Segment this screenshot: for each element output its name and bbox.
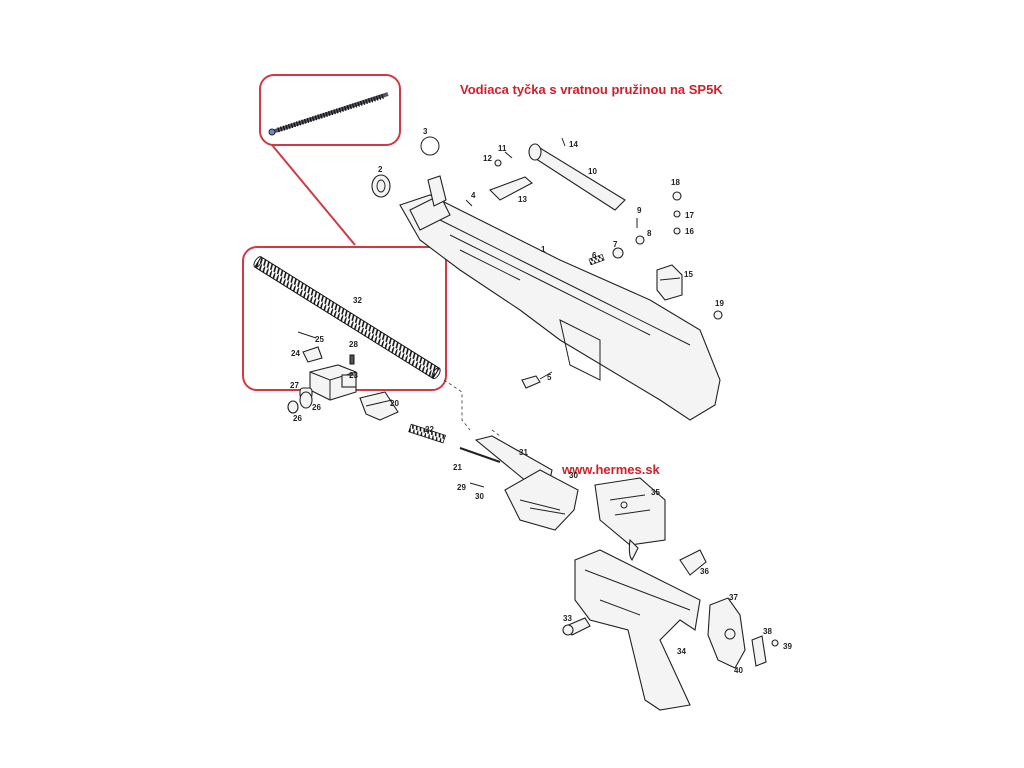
part-label: 20: [390, 399, 399, 408]
part-label: 10: [588, 167, 597, 176]
part-label: 38: [763, 627, 772, 636]
part-label: 7: [613, 240, 618, 249]
part-label: 9: [637, 206, 642, 215]
pistol-grip-34: [574, 549, 701, 711]
guide-rod-spring-thumbnail: [268, 92, 389, 136]
part-label: 13: [518, 195, 527, 204]
bolt-head-assembly: [297, 331, 357, 401]
parts-38-39: [751, 635, 779, 667]
part-label: 32: [353, 296, 362, 305]
part-label: 16: [685, 227, 694, 236]
part-label: 29: [457, 483, 466, 492]
part-label: 39: [783, 642, 792, 651]
pin-5: [521, 371, 553, 389]
part-label: 34: [677, 647, 686, 656]
parts-7-8-9: [612, 218, 645, 259]
part-label: 21: [453, 463, 462, 472]
part-label: 25: [315, 335, 324, 344]
part-label: 17: [685, 211, 694, 220]
part-26-rollers: [287, 391, 313, 414]
part-label: 11: [498, 144, 507, 153]
trigger-group-35: [594, 477, 666, 562]
part-label: 35: [651, 488, 660, 497]
part-label: 24: [291, 349, 300, 358]
screw-19: [713, 310, 723, 320]
pin-29-30: [469, 482, 485, 488]
bolt-20: [359, 391, 399, 421]
part-label: 30: [569, 471, 578, 480]
firing-pin-spring-22: [408, 423, 446, 444]
rear-sight-drum-15: [656, 264, 683, 301]
part-label: 1: [541, 245, 546, 254]
receiver-housing-1: [399, 175, 721, 421]
spring-6: [588, 254, 605, 266]
screws-16-17-18: [672, 191, 682, 235]
part-label: 4: [471, 191, 476, 200]
website-label: www.hermes.sk: [562, 462, 660, 477]
selector-lever-36: [679, 549, 707, 576]
zoom-callout-small: [259, 74, 401, 146]
part-label: 18: [671, 178, 680, 187]
part-label: 31: [519, 448, 528, 457]
part-label: 8: [647, 229, 652, 238]
pin-4: [465, 199, 473, 207]
part-label: 22: [425, 425, 434, 434]
part-label: 26: [293, 414, 302, 423]
part-label: 2: [378, 165, 383, 174]
part-label: 27: [290, 381, 299, 390]
cocking-tube-10: [528, 143, 626, 211]
part-label: 26: [312, 403, 321, 412]
assembly-guide-line: [491, 429, 501, 437]
part-label: 23: [349, 371, 358, 380]
selector-plate-37-40: [707, 597, 746, 669]
callout-connector: [271, 144, 356, 246]
part-label: 37: [729, 593, 738, 602]
pin-33: [562, 617, 591, 636]
part-label: 19: [715, 299, 724, 308]
firing-pin-21: [459, 447, 501, 463]
part-label: 40: [734, 666, 743, 675]
part-label: 3: [423, 127, 428, 136]
front-sight-cap-2: [371, 174, 391, 198]
part-label: 6: [592, 251, 597, 260]
front-sight-ring-3: [420, 136, 440, 156]
small-pins-11-12-14: [494, 137, 566, 167]
assembly-guide-line: [443, 379, 471, 431]
part-label: 28: [349, 340, 358, 349]
part-label: 5: [547, 373, 552, 382]
part-label: 14: [569, 140, 578, 149]
part-label: 30: [475, 492, 484, 501]
cocking-handle-13: [489, 176, 533, 201]
bolt-carrier-31: [474, 435, 579, 531]
recoil-spring-32: [253, 256, 441, 380]
part-label: 12: [483, 154, 492, 163]
part-label: 36: [700, 567, 709, 576]
part-label: 33: [563, 614, 572, 623]
diagram-title: Vodiaca tyčka s vratnou pružinou na SP5K: [460, 82, 723, 97]
part-label: 15: [684, 270, 693, 279]
